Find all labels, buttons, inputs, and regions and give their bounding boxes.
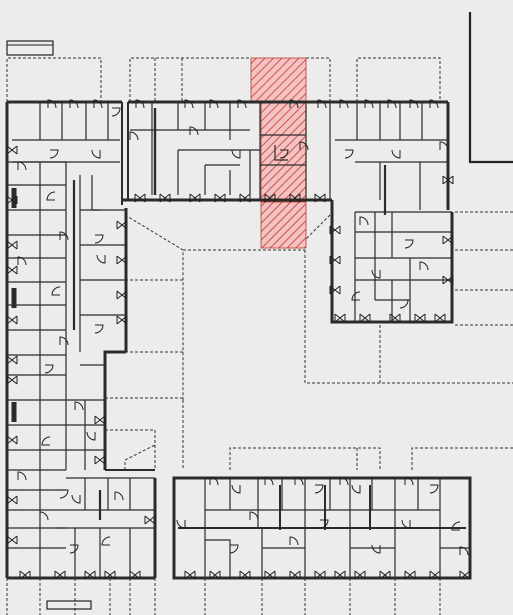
door-swing xyxy=(399,299,409,309)
adjacent-building-outline xyxy=(468,12,513,164)
bottom-slab xyxy=(46,600,92,610)
door-swing xyxy=(314,484,324,494)
door-swing xyxy=(41,436,51,446)
door-swing xyxy=(419,261,429,271)
door-swing xyxy=(49,149,59,159)
window-symbols xyxy=(6,145,471,580)
door-swing xyxy=(59,336,69,346)
door-swing xyxy=(71,494,81,504)
door-swing xyxy=(94,324,104,334)
door-swing xyxy=(359,216,369,226)
door-swing xyxy=(371,269,381,279)
door-swing xyxy=(401,519,411,529)
door-swing xyxy=(101,536,111,546)
door-swing xyxy=(351,484,361,494)
door-swing xyxy=(344,149,354,159)
bottom-left-wing xyxy=(5,470,157,580)
right-wing xyxy=(330,165,454,324)
door-swing xyxy=(17,161,27,171)
door-swing xyxy=(91,149,101,159)
door-swing xyxy=(59,489,69,499)
left-wing xyxy=(5,102,155,578)
door-swing xyxy=(51,286,61,296)
door-swing xyxy=(289,536,299,546)
door-swing xyxy=(86,431,96,441)
door-swing xyxy=(176,519,186,529)
door-swing xyxy=(69,544,79,554)
door-swing xyxy=(94,234,104,244)
door-swing xyxy=(231,149,241,159)
door-swing xyxy=(17,471,27,481)
door-swing xyxy=(129,131,139,141)
door-swing xyxy=(189,126,199,136)
door-swing xyxy=(404,239,414,249)
door-swing xyxy=(231,484,241,494)
door-swing xyxy=(429,484,439,494)
door-swing xyxy=(371,544,381,554)
door-swing xyxy=(351,291,361,301)
door-swing xyxy=(111,107,121,117)
door-swing xyxy=(44,364,54,374)
site-boundary-lines xyxy=(6,57,513,615)
door-swing xyxy=(74,401,84,411)
door-swing xyxy=(249,511,259,521)
door-swing xyxy=(46,191,56,201)
top-left-slab xyxy=(6,40,54,56)
door-swing xyxy=(39,511,49,521)
door-swing xyxy=(114,491,124,501)
door-swing xyxy=(391,149,401,159)
door-swing xyxy=(59,231,69,241)
door-swing xyxy=(96,254,106,264)
door-swing xyxy=(229,544,239,554)
highlighted-zone xyxy=(250,57,307,249)
bottom-right-wing xyxy=(172,476,472,580)
